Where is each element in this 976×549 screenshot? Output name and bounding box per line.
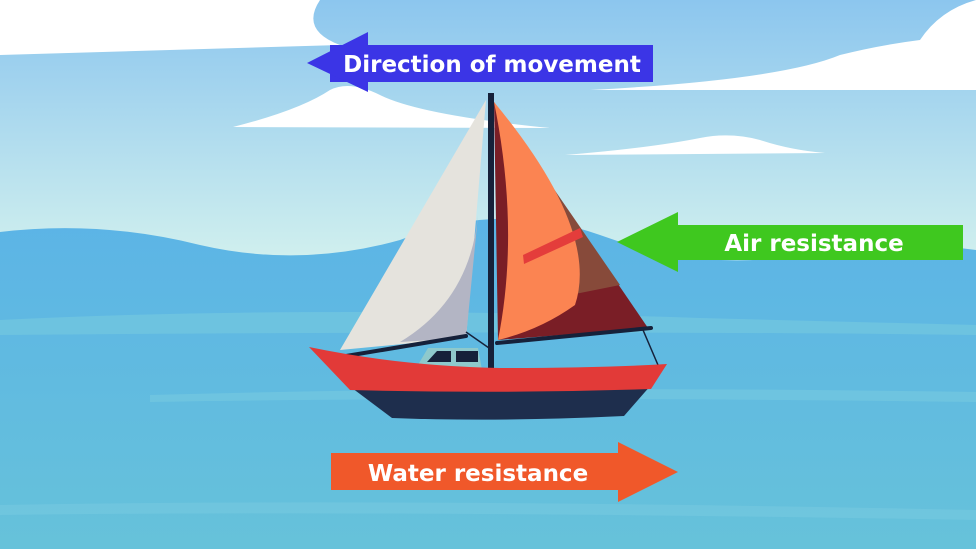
cabin-window [427,351,451,362]
orange-sail-stripe [523,228,583,264]
water-resistance-arrow: Water resistance [331,442,678,502]
cabin-window [456,351,478,362]
white-sail [340,100,486,350]
rigging [642,329,659,366]
white-sail-shadow [400,215,478,342]
orange-sail [494,102,580,340]
rigging [465,331,490,349]
hull-red [309,347,667,392]
hull-navy [348,384,652,420]
direction-label: Direction of movement [343,52,641,78]
right-boom [495,326,653,345]
direction-of-movement-arrow: Direction of movement [307,32,653,92]
air-resistance-label: Air resistance [724,231,903,257]
water-resistance-label: Water resistance [368,461,588,487]
clouds [0,0,976,155]
sailboat [309,93,667,420]
left-boom [338,334,468,359]
air-resistance-arrow: Air resistance [617,212,963,272]
